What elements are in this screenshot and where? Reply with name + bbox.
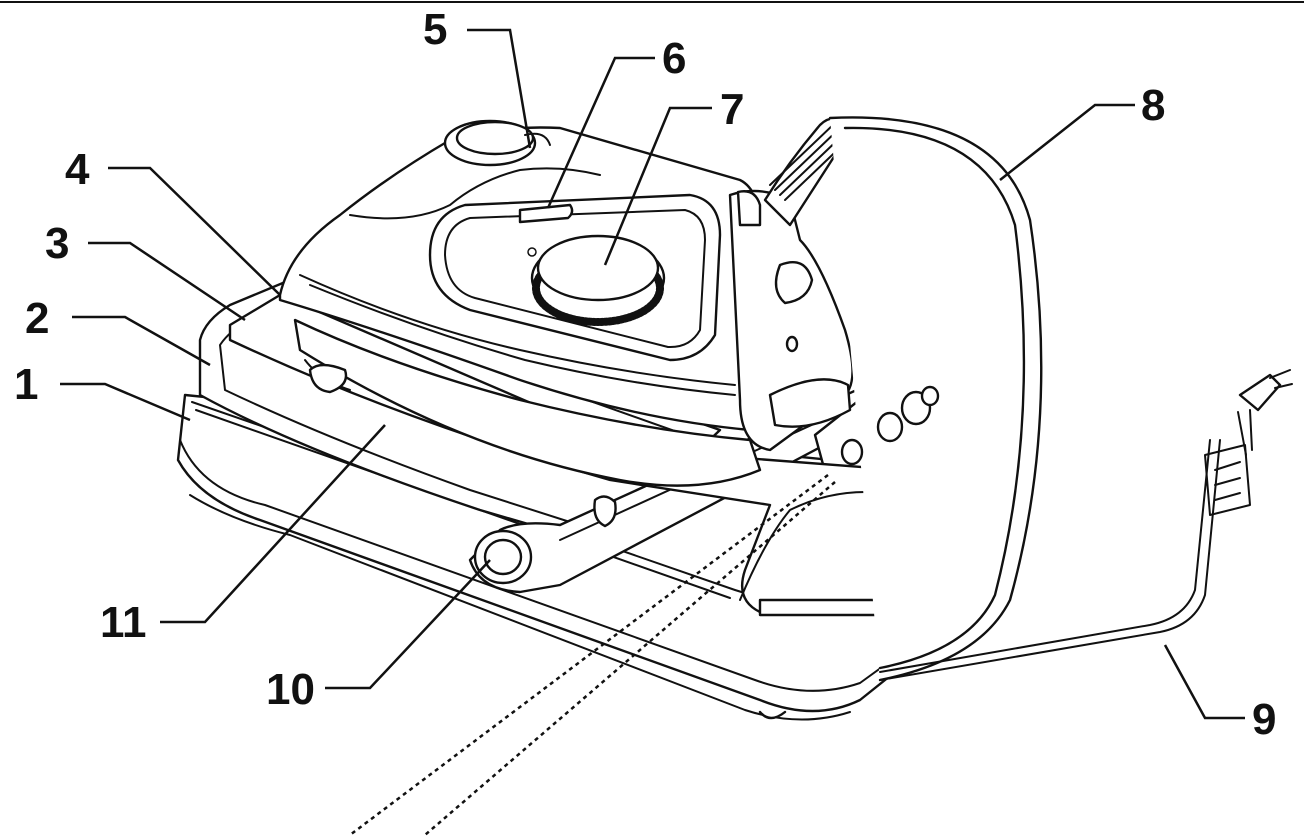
- callout-7: 7: [720, 85, 744, 134]
- callout-1: 1: [14, 360, 38, 409]
- leader-2: [72, 315, 211, 367]
- power-cable: [879, 369, 1293, 681]
- callout-labels: 1 2 3 4 5 6 7 8 9 10 11: [14, 5, 1276, 744]
- callout-8: 8: [1141, 81, 1165, 130]
- leader-4: [108, 166, 281, 296]
- callout-5: 5: [423, 5, 447, 54]
- leader-1: [60, 382, 191, 422]
- leader-6: [546, 56, 655, 209]
- leader-lines: [60, 28, 1245, 720]
- callout-11: 11: [100, 598, 147, 647]
- callout-10: 10: [266, 665, 315, 714]
- leader-10: [325, 559, 491, 690]
- leader-5: [467, 28, 532, 149]
- base-knob: [473, 529, 533, 585]
- callout-2: 2: [25, 294, 49, 343]
- leader-7: [603, 106, 712, 266]
- leader-8: [999, 103, 1135, 181]
- leader-11: [160, 424, 386, 624]
- dashed-line-2: [424, 481, 836, 836]
- leader-3: [88, 241, 246, 322]
- leader-9: [1163, 644, 1245, 720]
- holder-buttons: [840, 385, 940, 466]
- callout-3: 3: [45, 219, 69, 268]
- callout-9: 9: [1252, 695, 1276, 744]
- callout-4: 4: [65, 145, 90, 194]
- callout-6: 6: [662, 34, 686, 83]
- iron-body: [228, 119, 947, 617]
- dashed-line-1: [349, 474, 829, 836]
